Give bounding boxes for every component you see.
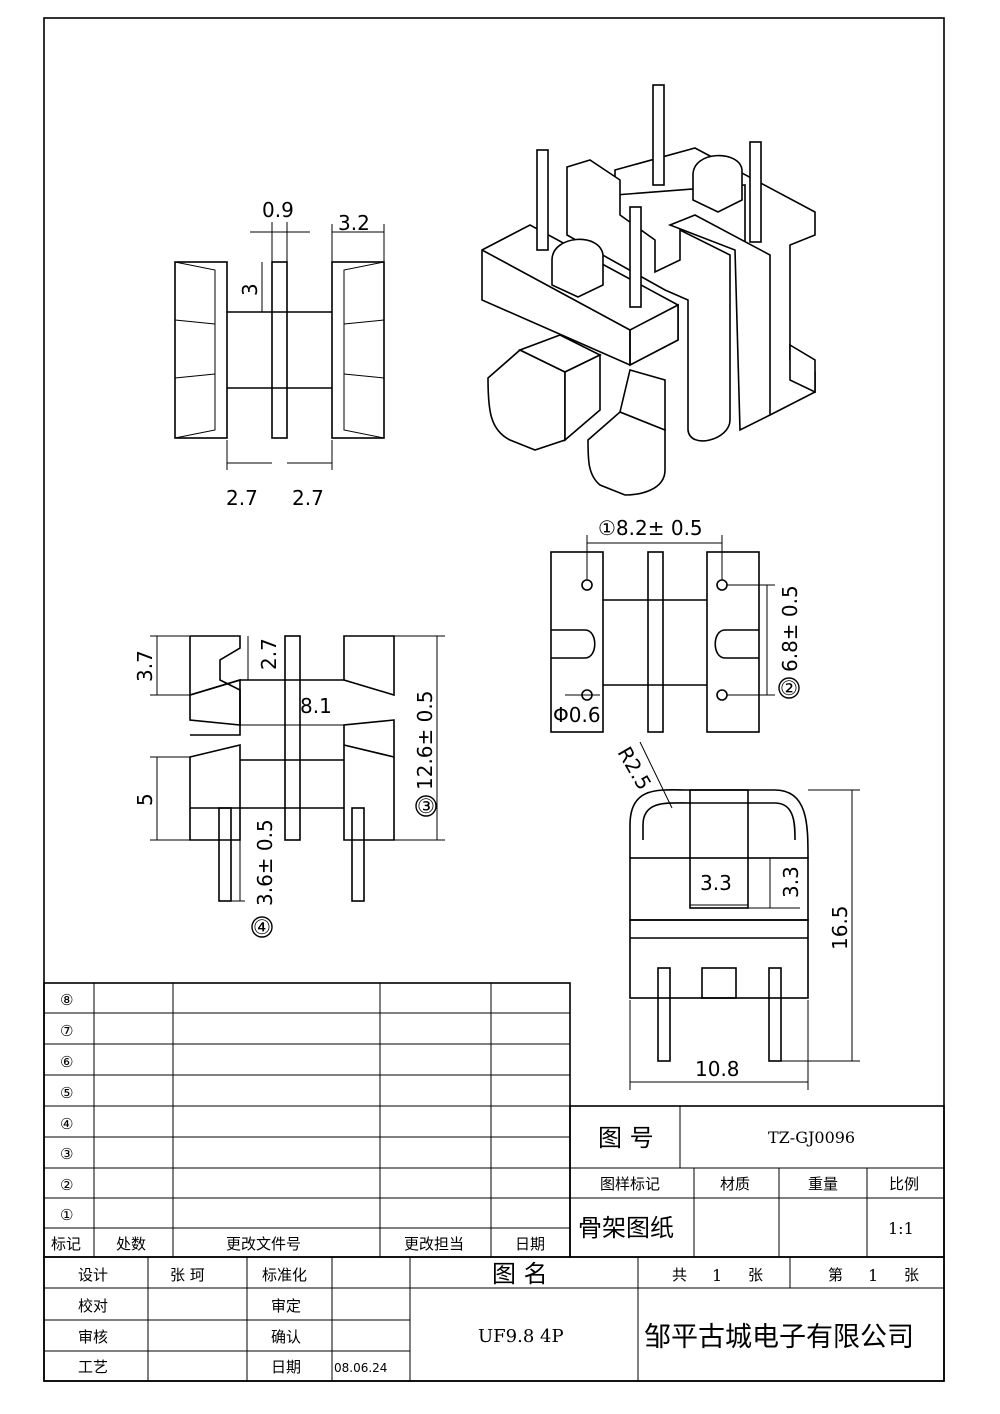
rev-header-file: 更改文件号	[226, 1235, 301, 1253]
sheet-no: 1	[868, 1266, 878, 1285]
dim-h: 3.3	[779, 866, 803, 898]
pin-view: ①8.2± 0.5 6.8± 0.5 ② Φ0.6	[550, 516, 802, 733]
standard-label: 标准化	[262, 1266, 307, 1284]
top-view: 0.9 3.2 3 2.7 2.7	[174, 198, 385, 510]
isometric-view	[481, 84, 816, 496]
rev-row-6: ⑥	[60, 1053, 73, 1071]
sheet-label: 第	[828, 1266, 843, 1284]
side-view: R2.5 3.3 3.3 16.5 10.8	[613, 741, 860, 1090]
title-block: 图 号 TZ-GJ0096 图样标记 材质 重量 比例 骨架图纸 1:1 设计 …	[43, 1105, 945, 1382]
dim-right: 2.7	[292, 486, 324, 510]
dim-total: 12.6± 0.5	[413, 691, 437, 790]
drawing-no-label: 图 号	[598, 1124, 654, 1152]
rev-header-owner: 更改担当	[404, 1235, 464, 1253]
dim-gap: 0.9	[262, 198, 294, 222]
dim-left: 2.7	[226, 486, 258, 510]
dim-pitch: ①8.2± 0.5	[598, 516, 703, 540]
process-label: 工艺	[78, 1358, 108, 1376]
dim-lower: 5	[133, 793, 157, 806]
dim-row: 6.8± 0.5	[778, 585, 802, 672]
name-label: 图 名	[492, 1260, 548, 1288]
dim-hole: Φ0.6	[553, 703, 601, 727]
total-label: 共	[672, 1266, 687, 1284]
date-label: 日期	[271, 1358, 301, 1376]
drawing-type: 骨架图纸	[578, 1214, 674, 1242]
dim-height: 3	[238, 283, 262, 296]
drawing-no: TZ-GJ0096	[768, 1128, 855, 1147]
date-value: 08.06.24	[334, 1361, 387, 1375]
total-sheets: 1	[712, 1266, 722, 1285]
rev-row-5: ⑤	[60, 1084, 73, 1102]
dim-width: 8.1	[300, 694, 332, 718]
rev-header-mark: 标记	[51, 1235, 81, 1253]
review-label: 审核	[78, 1328, 108, 1346]
rev-row-1: ①	[60, 1206, 73, 1224]
rev-row-7: ⑦	[60, 1022, 73, 1040]
company-name: 邹平古城电子有限公司	[644, 1322, 914, 1353]
dim-slot: 2.7	[257, 638, 281, 670]
rev-row-2: ②	[60, 1176, 73, 1194]
scale-value: 1:1	[888, 1219, 914, 1238]
scale-label: 比例	[889, 1175, 919, 1193]
sheet-unit-2: 张	[904, 1266, 919, 1284]
material-label: 材质	[720, 1175, 750, 1193]
weight-label: 重量	[808, 1175, 838, 1193]
sheet-unit: 张	[748, 1266, 763, 1284]
part-name: UF9.8 4P	[478, 1326, 564, 1347]
dim-flange: 3.2	[338, 211, 370, 235]
revision-table: ⑧ ⑦ ⑥ ⑤ ④ ③ ② ① 标记 处数 更改文件号 更改担当 日期	[43, 982, 571, 1258]
rev-row-8: ⑧	[60, 991, 73, 1009]
dim-w: 3.3	[700, 871, 732, 895]
confirm-label: 确认	[271, 1328, 301, 1346]
rev-row-3: ③	[60, 1145, 73, 1163]
rev-row-4: ④	[60, 1115, 73, 1133]
designer: 张 珂	[170, 1266, 205, 1284]
dim-row-marker: ②	[780, 676, 798, 700]
check-label: 校对	[78, 1297, 108, 1315]
dim-pin: 3.6± 0.5	[253, 819, 277, 906]
mark-label: 图样标记	[600, 1175, 660, 1193]
rev-header-date: 日期	[515, 1235, 545, 1253]
dim-pin-marker: ④	[253, 915, 271, 939]
dim-radius: R2.5	[613, 743, 657, 795]
rev-header-count: 处数	[116, 1235, 146, 1253]
dim-height16: 16.5	[828, 905, 852, 950]
dim-top: 3.7	[133, 650, 157, 682]
dim-total-marker: ③	[417, 794, 435, 818]
approve-label: 审定	[271, 1297, 301, 1315]
dim-width108: 10.8	[695, 1057, 740, 1081]
design-label: 设计	[78, 1266, 108, 1284]
front-view: 3.7 2.7 8.1 12.6± 0.5 ③ 5 3.6± 0.5 ④	[133, 635, 445, 939]
